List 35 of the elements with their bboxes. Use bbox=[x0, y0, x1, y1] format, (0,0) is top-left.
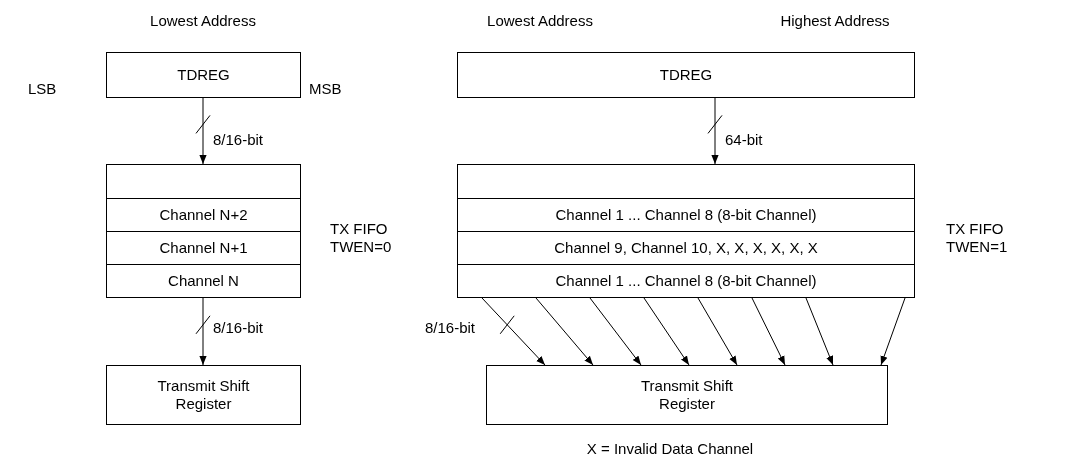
arrow bbox=[535, 297, 594, 366]
empty-fifo-slot bbox=[106, 164, 301, 199]
text-label: Lowest Address bbox=[150, 12, 256, 30]
text-label: MSB bbox=[309, 80, 342, 98]
arrow bbox=[589, 297, 642, 366]
register-box: Transmit Shift Register bbox=[486, 365, 888, 425]
arrow bbox=[751, 297, 786, 366]
edge-label: 64-bit bbox=[725, 131, 763, 149]
empty-fifo-slot bbox=[457, 164, 915, 199]
text-label: Highest Address bbox=[780, 12, 890, 30]
arrow bbox=[199, 297, 207, 366]
register-box: Channel N+1 bbox=[106, 231, 301, 265]
register-box: TDREG bbox=[106, 52, 301, 98]
text-label: TX FIFO TWEN=1 bbox=[946, 220, 1009, 256]
register-box: Channel N bbox=[106, 264, 301, 298]
register-box: TDREG bbox=[457, 52, 915, 98]
register-box: Transmit Shift Register bbox=[106, 365, 301, 425]
register-box: Channel 1 ... Channel 8 (8-bit Channel) bbox=[457, 264, 915, 298]
text-label: TX FIFO TWEN=0 bbox=[330, 220, 393, 256]
arrow bbox=[711, 97, 719, 165]
arrow bbox=[199, 97, 207, 165]
text-label: Lowest Address bbox=[487, 12, 593, 30]
edge-label: 8/16-bit bbox=[213, 319, 264, 337]
register-box: Channel 9, Channel 10, X, X, X, X, X, X bbox=[457, 231, 915, 265]
edge-label: 8/16-bit bbox=[213, 131, 264, 149]
arrow bbox=[805, 297, 834, 366]
register-box: Channel N+2 bbox=[106, 198, 301, 232]
arrow bbox=[880, 297, 906, 366]
arrow bbox=[643, 297, 690, 366]
edge-label: 8/16-bit bbox=[424, 319, 475, 337]
register-box: Channel 1 ... Channel 8 (8-bit Channel) bbox=[457, 198, 915, 232]
text-label: X = Invalid Data Channel bbox=[586, 440, 754, 458]
arrow bbox=[481, 297, 546, 366]
text-label: LSB bbox=[28, 80, 57, 98]
arrow bbox=[697, 297, 738, 366]
